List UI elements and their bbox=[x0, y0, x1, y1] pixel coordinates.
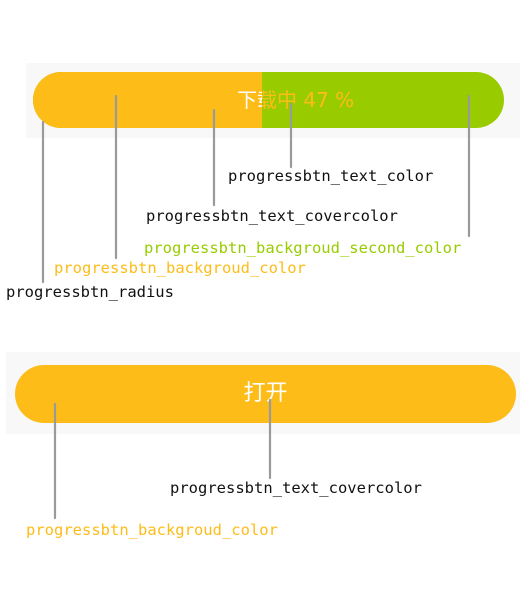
progress-text-cover: 下载中 bbox=[237, 88, 262, 112]
label-open-backgroud-color: progressbtn_backgroud_color bbox=[26, 521, 278, 539]
open-button-text: 打开 bbox=[243, 381, 288, 406]
progress-button-open[interactable]: 打开 bbox=[15, 365, 516, 423]
label-backgroud-color: progressbtn_backgroud_color bbox=[54, 259, 306, 277]
progress-button-downloading[interactable]: 下载中 47 % 下载中 47 % bbox=[33, 72, 504, 128]
label-open-text-covercolor: progressbtn_text_covercolor bbox=[170, 479, 422, 497]
progress-text-percent: 47 % bbox=[303, 88, 355, 112]
label-text-covercolor: progressbtn_text_covercolor bbox=[146, 207, 398, 225]
label-radius: progressbtn_radius bbox=[6, 283, 174, 301]
progress-fill bbox=[33, 72, 262, 128]
label-second-color: progressbtn_backgroud_second_color bbox=[144, 239, 462, 257]
label-text-color: progressbtn_text_color bbox=[228, 167, 434, 185]
